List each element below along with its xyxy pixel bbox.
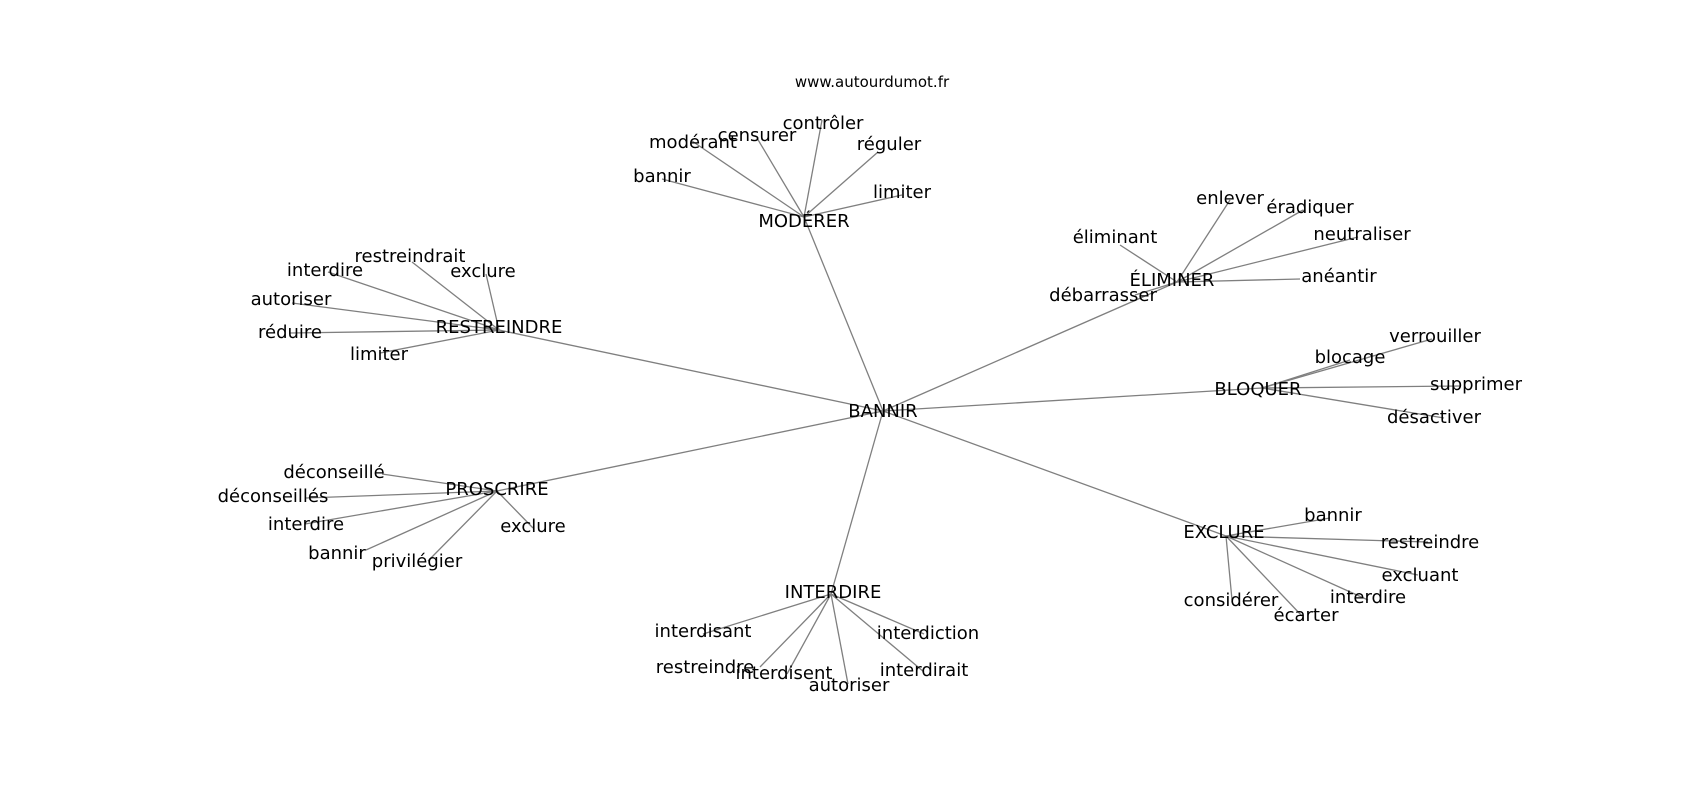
cluster-node-bloquer: BLOQUER bbox=[1214, 379, 1301, 400]
word-node: interdire bbox=[268, 514, 344, 535]
edge-interdire-word bbox=[759, 593, 832, 668]
edge-proscrire-word bbox=[381, 473, 498, 492]
word-node: exclure bbox=[450, 261, 515, 282]
cluster-node-eliminer: ÉLIMINER bbox=[1130, 269, 1215, 291]
word-node: restreindre bbox=[1381, 532, 1480, 553]
word-node: censurer bbox=[718, 125, 797, 146]
word-node: restreindrait bbox=[355, 246, 466, 267]
word-node: privilégier bbox=[372, 551, 463, 572]
word-node: débarrasser bbox=[1049, 285, 1157, 306]
edge-root-restreindre bbox=[498, 329, 884, 412]
word-node: bannir bbox=[308, 543, 366, 564]
edge-root-proscrire bbox=[496, 410, 884, 492]
word-node: éradiquer bbox=[1266, 197, 1354, 218]
edge-moderer-word bbox=[661, 178, 805, 218]
edge-proscrire-word bbox=[365, 490, 498, 551]
edge-exclure-word bbox=[1225, 535, 1369, 601]
edge-eliminer-word bbox=[1119, 244, 1178, 283]
word-node: blocage bbox=[1315, 347, 1386, 368]
graph-labels: BANNIR MODÉRER bannir modérantcensurercontr… bbox=[218, 113, 1523, 696]
edge-eliminer-word bbox=[1176, 209, 1304, 283]
word-node: restreindre bbox=[656, 657, 755, 678]
edge-eliminer-word bbox=[1134, 281, 1178, 296]
edge-root-interdire bbox=[830, 410, 884, 595]
word-node: écarter bbox=[1274, 605, 1340, 626]
edge-interdire-word bbox=[702, 593, 832, 635]
edge-interdire-word bbox=[786, 593, 832, 675]
edge-exclure-word bbox=[1225, 535, 1303, 617]
word-node: déconseillés bbox=[218, 486, 329, 507]
word-node: neutraliser bbox=[1313, 224, 1411, 245]
word-node: autoriser bbox=[251, 289, 332, 310]
cluster-node-interdire: INTERDIRE bbox=[785, 582, 882, 603]
word-node: interdire bbox=[1330, 587, 1406, 608]
edge-root-moderer bbox=[803, 216, 884, 412]
edge-exclure-word bbox=[1225, 535, 1233, 601]
edge-proscrire-word bbox=[427, 490, 498, 562]
edge-restreindre-word bbox=[327, 271, 500, 331]
word-node: désactiver bbox=[1387, 407, 1482, 428]
edge-interdire-word bbox=[830, 593, 849, 685]
edge-proscrire-word bbox=[305, 490, 498, 499]
edge-eliminer-word bbox=[1176, 199, 1231, 283]
cluster-node-exclure: EXCLURE bbox=[1183, 522, 1264, 543]
word-node: interdirait bbox=[880, 660, 969, 681]
edge-eliminer-word bbox=[1176, 236, 1359, 283]
word-node: interdisent bbox=[736, 663, 833, 684]
edge-restreindre-word bbox=[379, 329, 500, 354]
edge-moderer-word bbox=[803, 151, 879, 218]
edge-moderer-word bbox=[803, 194, 903, 218]
word-node: autoriser bbox=[809, 675, 890, 696]
edge-exclure-word bbox=[1225, 517, 1331, 537]
word-node: enlever bbox=[1196, 188, 1264, 209]
edge-interdire-word bbox=[830, 593, 925, 635]
edge-root-exclure bbox=[882, 410, 1227, 537]
word-node: bannir bbox=[1304, 505, 1362, 526]
edge-moderer-word bbox=[803, 119, 823, 218]
graph-edges bbox=[289, 119, 1461, 685]
word-node: excluant bbox=[1382, 565, 1459, 586]
word-node: exclure bbox=[500, 516, 565, 537]
edge-root-bloquer bbox=[882, 387, 1263, 412]
edge-root-eliminer bbox=[882, 281, 1178, 412]
cluster-node-proscrire: PROSCRIRE bbox=[445, 479, 548, 500]
edge-eliminer-word bbox=[1176, 278, 1301, 283]
word-node: interdisant bbox=[655, 621, 752, 642]
cluster-node-restreindre: RESTREINDRE bbox=[436, 317, 563, 338]
edge-restreindre-word bbox=[485, 273, 500, 331]
word-node: contrôler bbox=[783, 113, 864, 134]
word-node: modérant bbox=[649, 132, 737, 153]
word-node: anéantir bbox=[1301, 266, 1377, 287]
word-node: bannir bbox=[633, 166, 691, 187]
edge-moderer-word bbox=[756, 137, 805, 218]
word-node: verrouiller bbox=[1389, 326, 1481, 347]
word-node: réguler bbox=[857, 134, 922, 155]
edge-bloquer-word bbox=[1261, 385, 1461, 389]
word-node: considérer bbox=[1184, 590, 1279, 611]
edge-proscrire-word bbox=[496, 490, 534, 529]
word-node: réduire bbox=[258, 322, 322, 343]
word-node: limiter bbox=[350, 344, 409, 365]
word-node: interdire bbox=[287, 260, 363, 281]
root-node-label: BANNIR bbox=[848, 401, 917, 422]
word-node: éliminant bbox=[1073, 227, 1158, 248]
edge-bloquer-word bbox=[1261, 338, 1433, 389]
edge-exclure-word bbox=[1225, 535, 1429, 543]
edge-bloquer-word bbox=[1261, 387, 1445, 419]
edge-restreindre-word bbox=[289, 329, 500, 334]
edge-exclure-word bbox=[1225, 535, 1419, 576]
edge-interdire-word bbox=[830, 593, 925, 673]
edge-proscrire-word bbox=[304, 490, 498, 525]
source-label: www.autourdumot.fr bbox=[795, 73, 950, 91]
edge-restreindre-word bbox=[291, 302, 500, 331]
edge-restreindre-word bbox=[411, 261, 500, 331]
cluster-node-moderer: MODÉRER bbox=[758, 210, 849, 232]
word-node: déconseillé bbox=[283, 462, 384, 483]
word-node: limiter bbox=[873, 182, 932, 203]
edge-moderer-word bbox=[691, 140, 805, 218]
word-node: supprimer bbox=[1430, 374, 1523, 395]
word-node: interdiction bbox=[877, 623, 979, 644]
